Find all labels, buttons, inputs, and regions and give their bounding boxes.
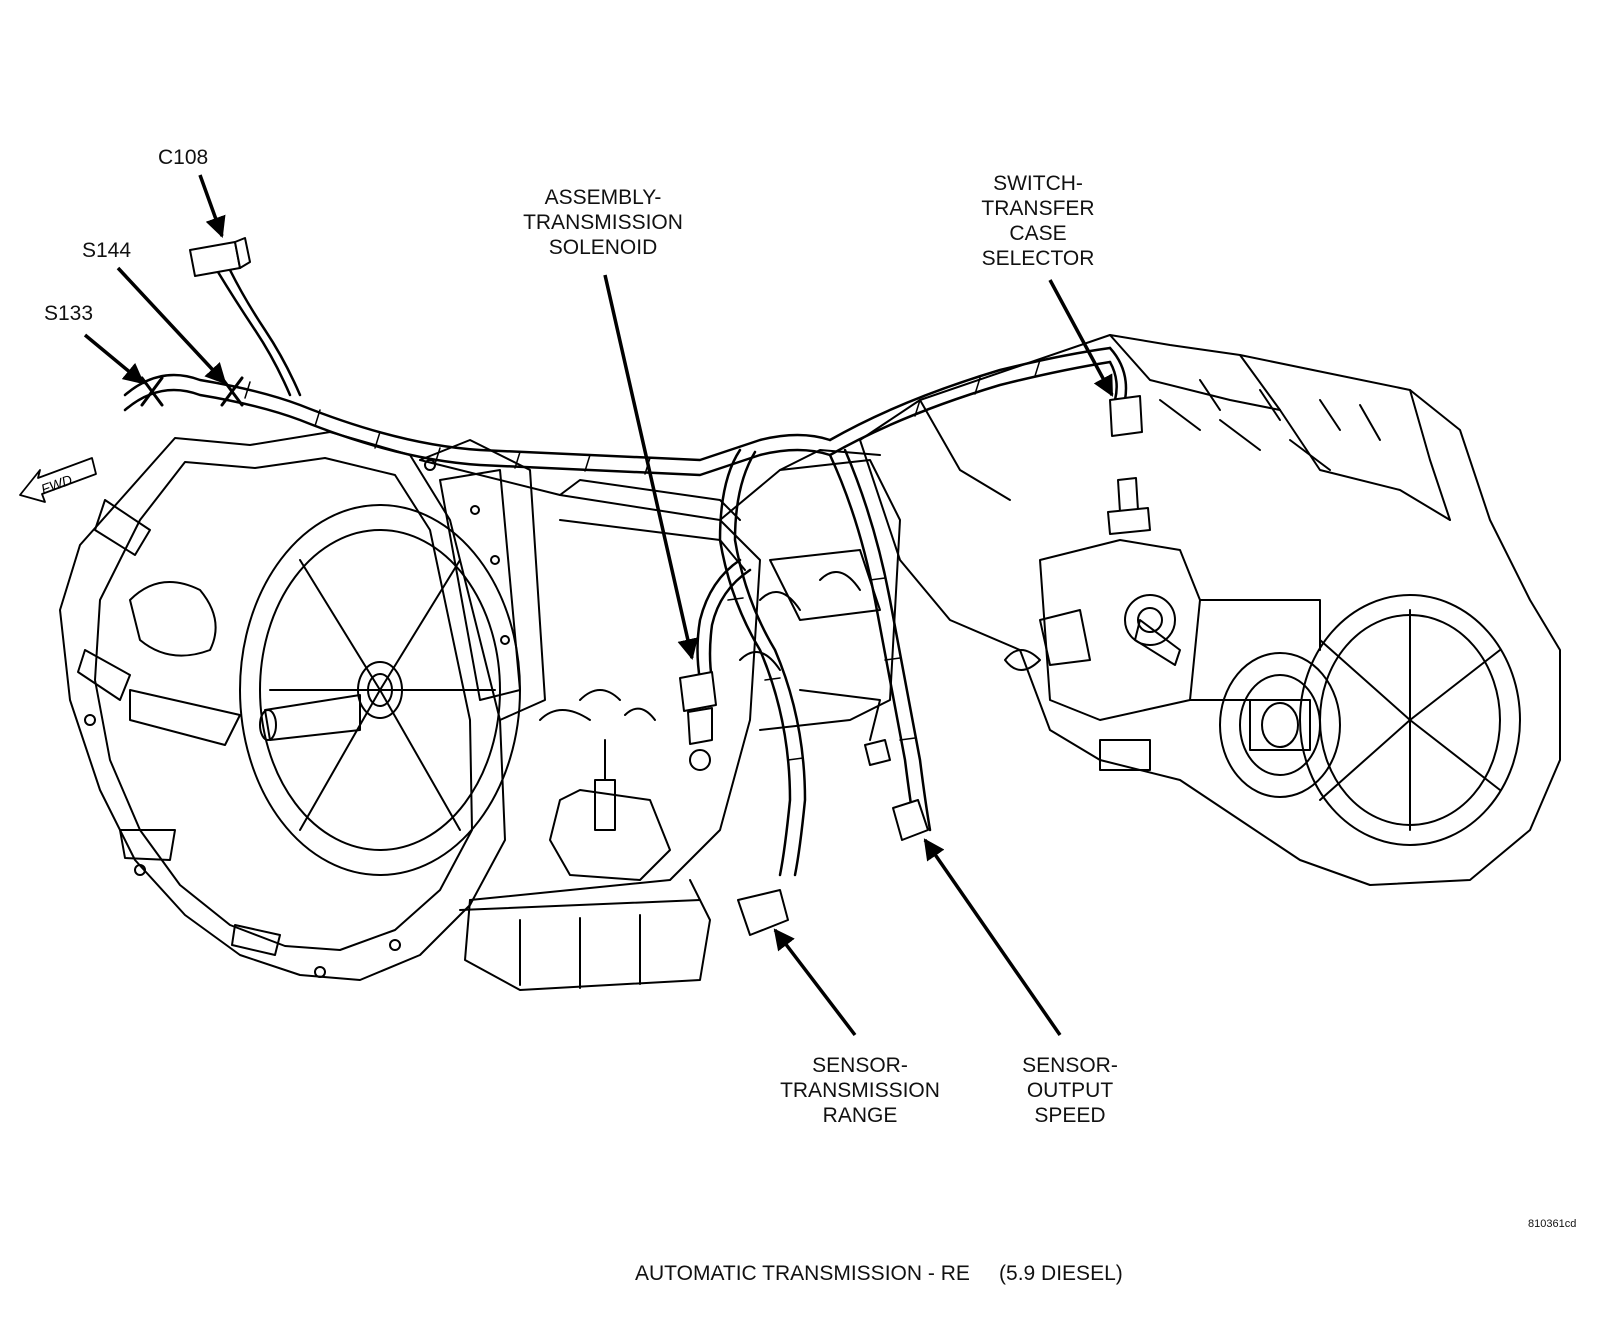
transfer-switch-leader bbox=[1048, 279, 1114, 397]
output-sensor-label: SENSOR- OUTPUT SPEED bbox=[1000, 1053, 1140, 1128]
c108-connector bbox=[189, 237, 251, 277]
range-sensor-label-line-3: RANGE bbox=[822, 1104, 898, 1127]
solenoid-leader bbox=[603, 274, 699, 661]
output-sensor-label-line-1: SENSOR- bbox=[1022, 1054, 1118, 1077]
transfer-switch-label: SWITCH- TRANSFER CASE SELECTOR bbox=[958, 171, 1118, 271]
c108-label: C108 bbox=[158, 146, 209, 169]
output-sensor-connector bbox=[864, 739, 929, 841]
transfer-switch-label-line-1: SWITCH- bbox=[993, 172, 1083, 195]
range-sensor-leader bbox=[773, 928, 857, 1037]
range-sensor-label: SENSOR- TRANSMISSION RANGE bbox=[770, 1053, 950, 1128]
c108-leader bbox=[198, 174, 226, 238]
output-sensor-label-line-3: SPEED bbox=[1034, 1104, 1106, 1127]
splice-s133 bbox=[140, 376, 164, 407]
extension-housing bbox=[719, 449, 901, 741]
s144-label: S144 bbox=[82, 239, 132, 262]
transfer-switch-connector bbox=[1107, 395, 1151, 535]
solenoid-label-line-1: ASSEMBLY- bbox=[544, 186, 662, 209]
transfer-switch-label-line-3: CASE bbox=[1009, 222, 1067, 245]
wiring-harness bbox=[123, 268, 1128, 877]
solenoid-connector bbox=[679, 671, 717, 771]
solenoid-label-line-2: TRANSMISSION bbox=[523, 211, 683, 234]
transfer-switch-label-line-4: SELECTOR bbox=[981, 247, 1095, 270]
figure-id: 810361cd bbox=[1528, 1218, 1577, 1230]
solenoid-label: ASSEMBLY- TRANSMISSION SOLENOID bbox=[513, 185, 693, 260]
bell-housing bbox=[59, 431, 506, 981]
s144-leader bbox=[116, 266, 227, 385]
output-sensor-leader bbox=[923, 838, 1062, 1036]
transfer-switch-label-line-2: TRANSFER bbox=[981, 197, 1095, 220]
diagram-caption: AUTOMATIC TRANSMISSION - RE (5.9 DIESEL) bbox=[635, 1262, 1123, 1285]
output-sensor-label-line-2: OUTPUT bbox=[1026, 1079, 1114, 1102]
range-sensor-label-line-2: TRANSMISSION bbox=[780, 1079, 940, 1102]
fwd-arrow bbox=[19, 457, 97, 503]
range-sensor-label-line-1: SENSOR- bbox=[812, 1054, 908, 1077]
s133-label: S133 bbox=[44, 302, 94, 325]
range-sensor-connector bbox=[737, 889, 789, 936]
s133-leader bbox=[83, 333, 145, 385]
transfer-case bbox=[859, 334, 1561, 886]
solenoid-label-line-3: SOLENOID bbox=[548, 236, 658, 259]
